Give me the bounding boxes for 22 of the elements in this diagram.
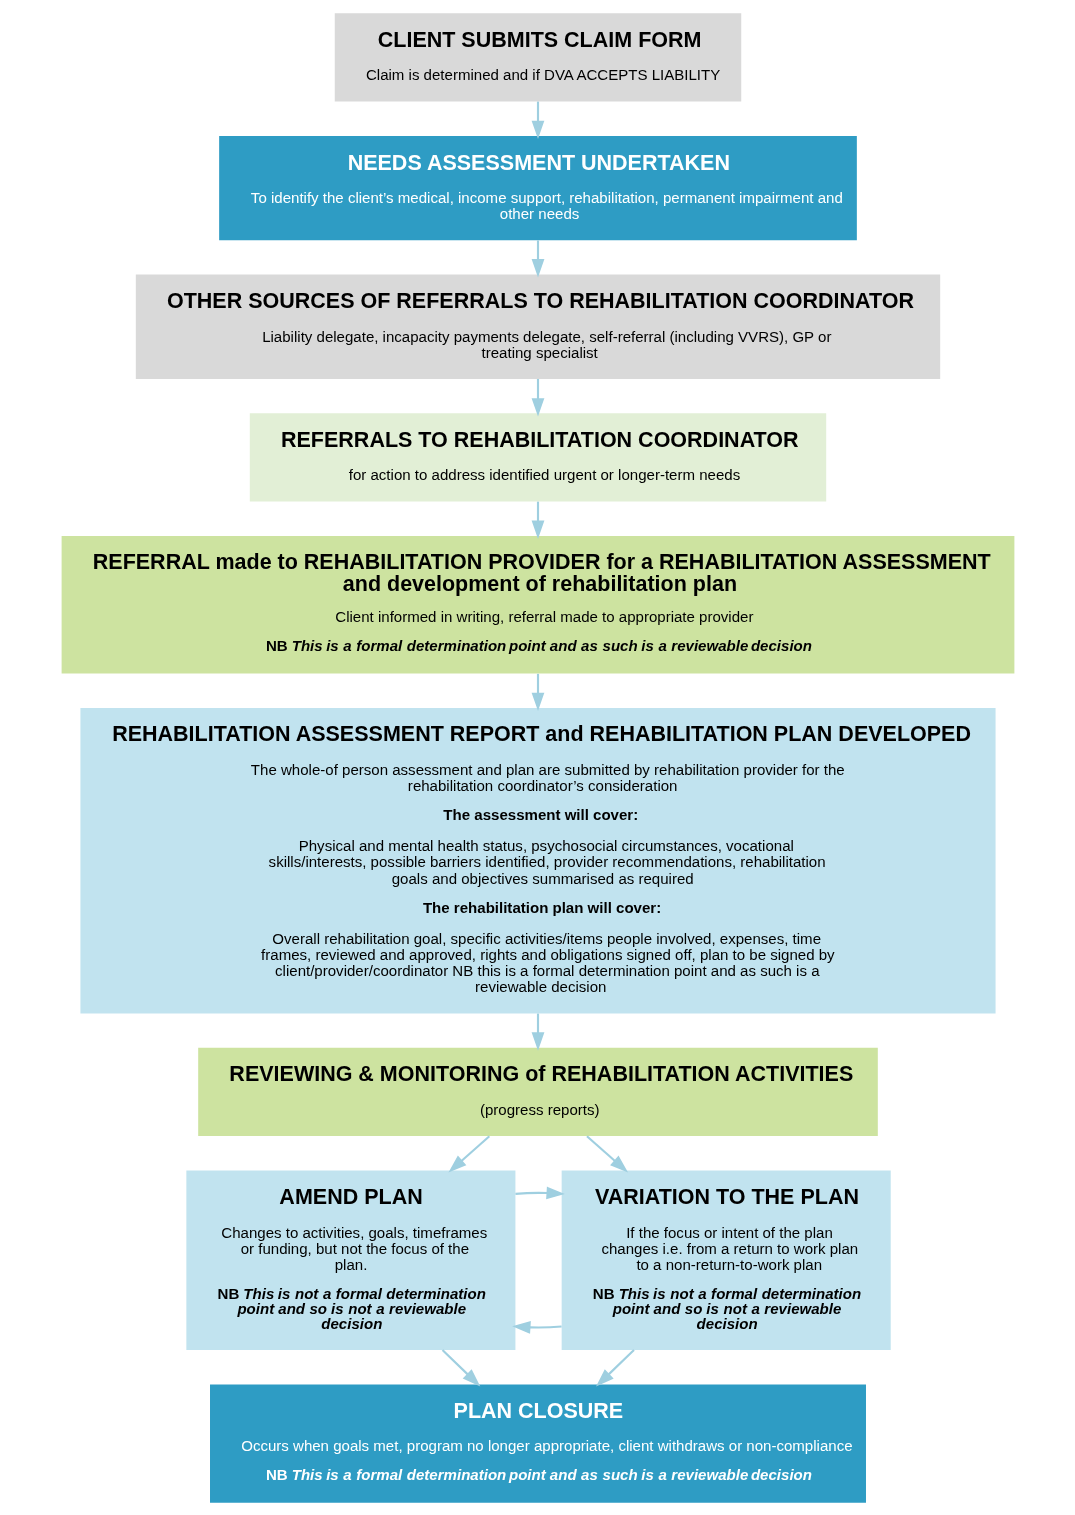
arrow: [531, 239, 544, 277]
node-box: OTHER SOURCES OF REFERRALS TO REHABILITATION COORDINATOR Liability delegate, incapacity payments delegate, self-referral (including VVRS), GP or treating specialist: [135, 274, 940, 379]
arrow: [531, 673, 544, 711]
arrow: [511, 1320, 562, 1334]
node-box: REHABILITATION ASSESSMENT REPORT and REHABILITATION PLAN DEVELOPED The whole-of person assessment and plan are submitted by rehabilitation provider for the rehabilitation coordinator’s consideration The assessment will cover: Physical and mental health status, psychosocial circumstances, vocational skills/interests, possible barriers identified, provider recommendations, rehabilitation goals and objectives summarised as required The rehabilitation plan will cover: Overall rehabilitation goal, specific activities/items people involved, expenses, time frames, reviewed and approved, rights and obligations signed off, plan to be signed by client/provider/coordinator NB this is a formal determination point and as such is a reviewable decision: [79, 707, 996, 1013]
arrow: [447, 1134, 490, 1172]
node-box: REFERRALS TO REHABILITATION COORDINATOR for action to address identified urgent or longer-term needs: [249, 412, 826, 501]
node-box: VARIATION TO THE PLAN If the focus or intent of the plan changes i.e. from a return to work plan to a non-return-to-work plan NB This is not a formal determination point and so is not a reviewable decision: [561, 1169, 891, 1350]
arrow: [514, 1186, 565, 1199]
node-box: CLIENT SUBMITS CLAIM FORM Claim is determined and if DVA ACCEPTS LIABILITY: [334, 12, 741, 101]
arrow: [531, 501, 544, 539]
arrow: [531, 1013, 544, 1051]
arrow: [585, 1134, 628, 1172]
node-box: REFERRAL made to REHABILITATION PROVIDER for a REHABILITATION ASSESSMENT and development of rehabilitation plan Client informed in writing, referral made to appropriate provider NB This is a formal determination point and as such is a reviewable decision: [61, 535, 1014, 674]
arrow: [441, 1348, 480, 1387]
node-box: PLAN CLOSURE Occurs when goals met, program no longer appropriate, client withdraws or non-compliance NB This is a formal determination point and as such is a reviewable decision: [209, 1383, 866, 1503]
node-box: AMEND PLAN Changes to activities, goals, timeframes or funding, but not the focus of the plan. NB This is not a formal determination point and so is not a reviewable decision: [185, 1169, 515, 1350]
arrow: [531, 101, 544, 139]
arrow: [595, 1348, 635, 1387]
node-box: REVIEWING & MONITORING of REHABILITATION ACTIVITIES (progress reports): [197, 1047, 878, 1136]
node-box: NEEDS ASSESSMENT UNDERTAKEN To identify the client’s medical, income support, rehabilitation, permanent impairment and other needs: [218, 135, 857, 240]
arrow: [531, 378, 544, 416]
